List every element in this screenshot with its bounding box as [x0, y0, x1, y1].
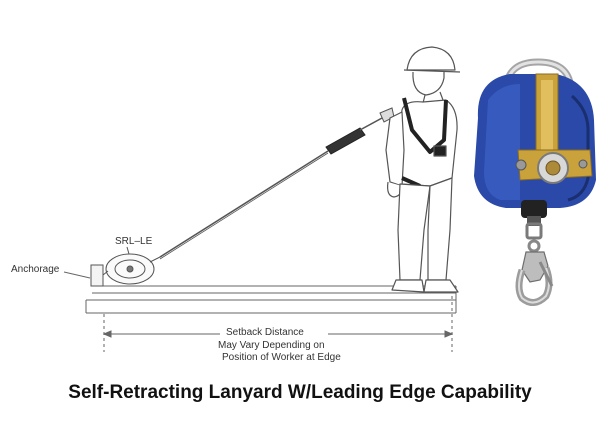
srl-le-floor-device — [102, 246, 163, 285]
setback-distance-label: Setback Distance — [226, 327, 304, 338]
anchorage-label: Anchorage — [11, 264, 60, 275]
lifeline — [159, 107, 395, 260]
anchorage-post — [63, 264, 104, 287]
srl-device-photo-icon — [474, 58, 596, 226]
diagram-caption: Self-Retracting Lanyard W/Leading Edge C… — [68, 382, 532, 403]
snap-hook-icon — [515, 222, 554, 306]
srl-le-label: SRL–LE — [115, 236, 153, 247]
setback-note-line-1: May Vary Depending on — [218, 340, 325, 351]
setback-dimension — [102, 296, 454, 352]
worker-figure-icon — [385, 46, 461, 293]
setback-note-line-2: Position of Worker at Edge — [222, 352, 341, 363]
